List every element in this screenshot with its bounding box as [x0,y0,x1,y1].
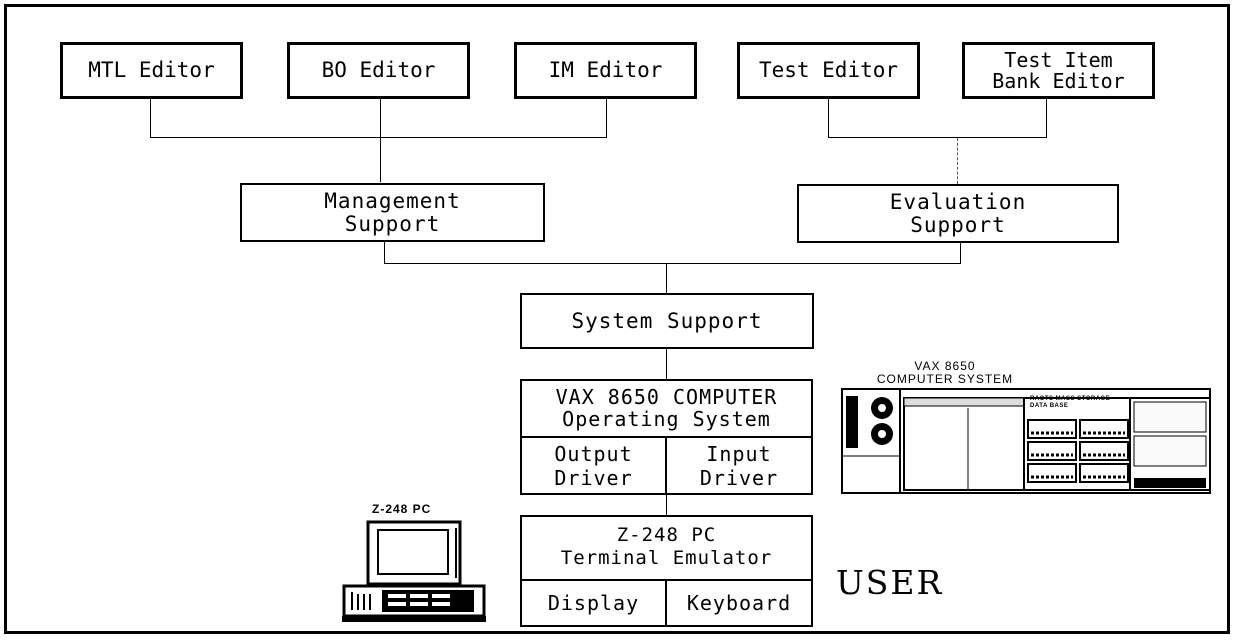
vax-operating-system-title: VAX 8650 COMPUTER Operating System [555,385,778,431]
pc-illustration [342,520,486,622]
display-cell: Display [547,591,640,615]
connector [957,138,958,184]
connector [150,137,607,138]
divider [665,580,667,627]
mtl-editor-box: MTL Editor [60,42,243,99]
connector [380,99,381,182]
im-editor-box: IM Editor [514,42,697,99]
keyboard-cell: Keyboard [686,591,792,615]
connector [384,242,385,263]
vax-computer-illustration [841,388,1211,494]
connector [150,99,151,137]
storage-label: RAOTS MASS STORAGE DATA BASE [1030,396,1111,410]
diagram-frame [4,4,1230,634]
system-support-box: System Support [520,293,814,349]
connector [606,99,607,137]
connector [666,495,667,515]
connector [1046,99,1047,137]
test-item-bank-editor-box: Test Item Bank Editor [962,42,1155,99]
connector [666,349,667,379]
pc-terminal-emulator-title: Z-248 PC Terminal Emulator [560,524,773,569]
input-driver-cell: Input Driver [699,442,779,490]
connector [960,243,961,263]
evaluation-support-box: Evaluation Support [797,184,1119,243]
user-label: USER [836,563,944,602]
connector [828,137,1047,138]
pc-illustration-caption: Z-248 PC [372,502,432,516]
connector [666,263,667,293]
bo-editor-box: BO Editor [287,42,470,99]
connector [828,99,829,137]
management-support-box: Management Support [240,183,545,242]
vax-illustration-caption: VAX 8650 COMPUTER SYSTEM [876,359,1014,387]
divider [665,437,667,495]
output-driver-cell: Output Driver [554,442,633,490]
connector [384,263,961,264]
test-editor-box: Test Editor [737,42,920,99]
